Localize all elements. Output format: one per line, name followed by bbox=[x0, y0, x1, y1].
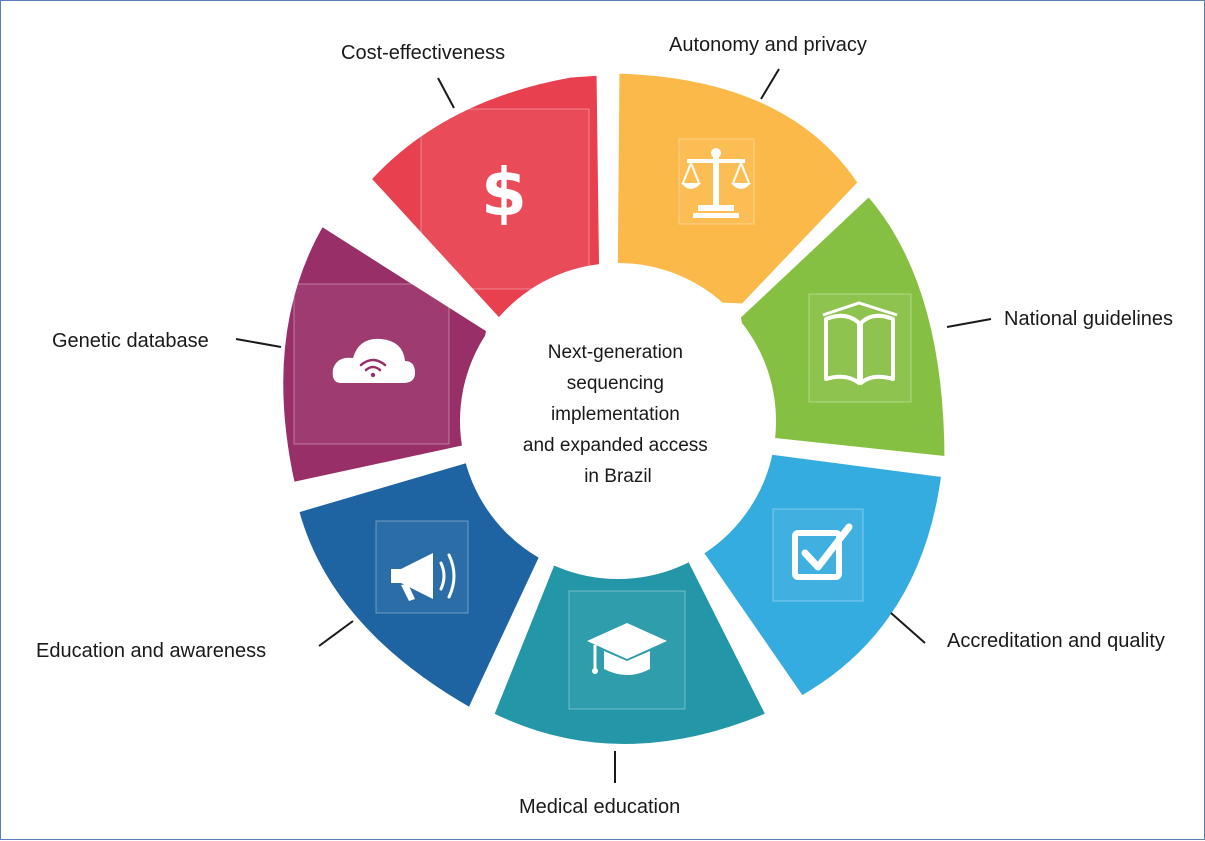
leader-education bbox=[318, 620, 354, 647]
wifi-arc bbox=[359, 358, 387, 367]
center-circle bbox=[460, 263, 776, 579]
label-autonomy-privacy: Autonomy and privacy bbox=[669, 34, 867, 56]
leader-accreditation bbox=[890, 612, 926, 644]
scales-string bbox=[732, 162, 742, 184]
megaphone-handle bbox=[401, 584, 415, 601]
cap-tassel-end bbox=[592, 668, 598, 674]
scales-post bbox=[713, 153, 719, 205]
cap-top bbox=[587, 623, 667, 659]
segment-shape bbox=[608, 64, 868, 313]
dollar-icon: $ bbox=[420, 108, 590, 290]
scales-string bbox=[690, 162, 700, 184]
cloud-wifi-icon bbox=[293, 283, 450, 445]
wifi-arc bbox=[364, 365, 382, 372]
leader-cost bbox=[437, 77, 455, 109]
book-cover-top bbox=[822, 301, 898, 317]
scales-base bbox=[693, 213, 739, 218]
label-accreditation-quality: Accreditation and quality bbox=[947, 630, 1165, 652]
book-right-page bbox=[859, 313, 895, 385]
megaphone-wave bbox=[439, 561, 446, 591]
center-line: and expanded access bbox=[523, 435, 708, 456]
checkbox-square bbox=[792, 530, 842, 580]
scales-string bbox=[682, 162, 692, 184]
segment-shape bbox=[361, 66, 609, 331]
label-cost-effectiveness: Cost-effectiveness bbox=[341, 42, 505, 64]
leader-database bbox=[235, 338, 282, 348]
center-line: Next-generation bbox=[548, 342, 683, 363]
scales-pan-right bbox=[731, 183, 751, 189]
label-national-guidelines: National guidelines bbox=[1004, 308, 1173, 330]
scales-top bbox=[711, 148, 721, 158]
scales-string bbox=[740, 162, 750, 184]
wifi-dot bbox=[370, 372, 376, 378]
megaphone-body bbox=[391, 553, 433, 599]
label-education-awareness: Education and awareness bbox=[36, 640, 266, 662]
scales-base bbox=[698, 205, 734, 211]
center-line: implementation bbox=[551, 404, 680, 425]
leader-guidelines bbox=[946, 318, 992, 328]
scales-icon bbox=[678, 138, 755, 225]
center-title: Next-generation sequencing implementatio… bbox=[523, 342, 713, 487]
segment-cost-effectiveness bbox=[361, 66, 609, 331]
icon-frame bbox=[420, 108, 590, 290]
center-line: sequencing bbox=[567, 373, 664, 394]
icon-frame bbox=[772, 508, 864, 602]
megaphone-wave bbox=[447, 553, 456, 599]
checkbox-tick bbox=[801, 523, 853, 571]
segment-national-guidelines bbox=[731, 186, 954, 466]
checkbox-icon bbox=[772, 508, 864, 602]
book-icon bbox=[808, 293, 912, 403]
graduation-cap-icon bbox=[568, 590, 686, 710]
center-line: in Brazil bbox=[584, 466, 652, 487]
leader-autonomy bbox=[760, 68, 780, 100]
label-medical-education: Medical education bbox=[519, 796, 680, 818]
dollar-glyph: $ bbox=[481, 154, 527, 231]
megaphone-icon bbox=[375, 520, 469, 614]
scales-pan-left bbox=[681, 183, 701, 189]
segment-shape bbox=[731, 186, 954, 466]
label-genetic-database: Genetic database bbox=[52, 330, 209, 352]
cap-base bbox=[604, 651, 650, 675]
segment-autonomy-privacy bbox=[608, 64, 868, 313]
